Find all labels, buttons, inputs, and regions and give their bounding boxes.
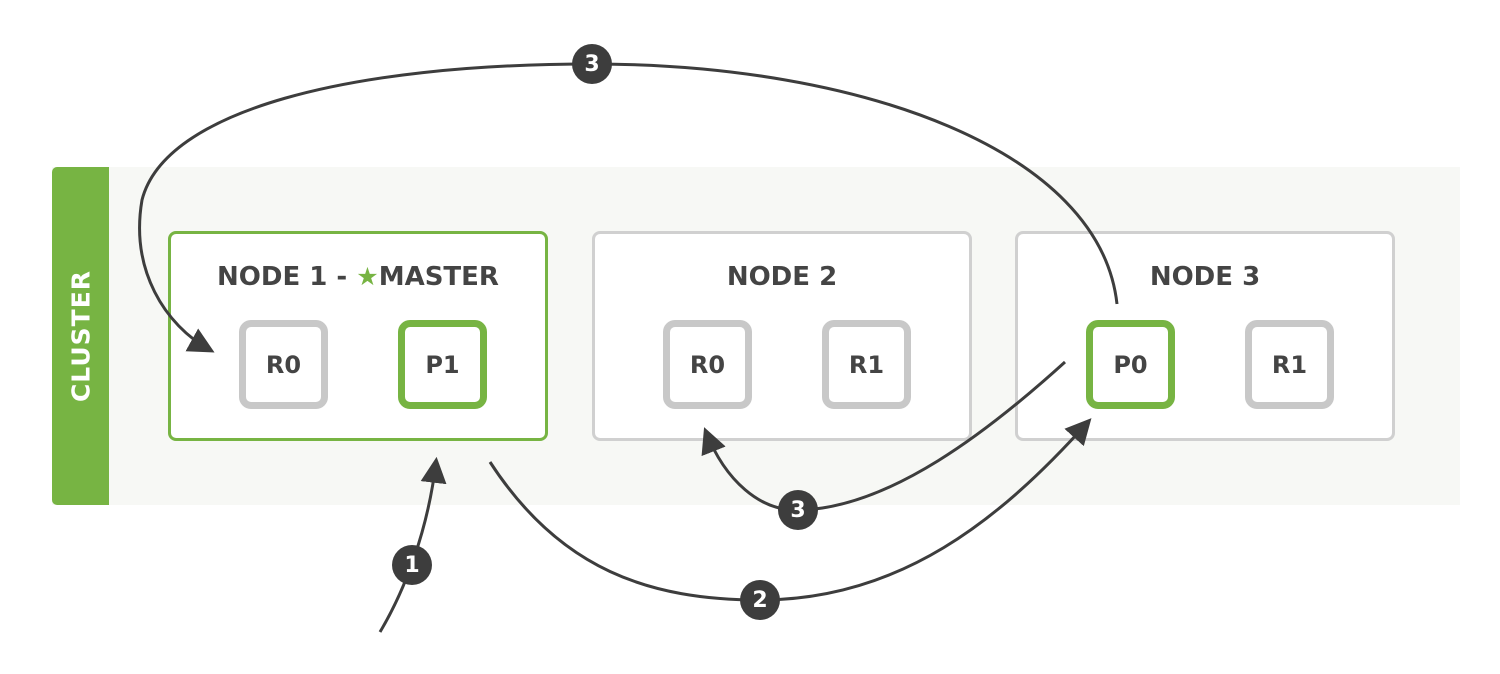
node-1-title-text: NODE 1 -	[217, 262, 357, 292]
star-icon: ★	[356, 262, 379, 291]
cluster-label-bar: CLUSTER	[52, 167, 109, 505]
node-1-box: NODE 1 - ★MASTER R0 P1	[168, 231, 548, 441]
arrow-step-3-to-node-1	[138, 62, 1119, 353]
node-2-shard-r1: R1	[822, 320, 911, 409]
node-2-box: NODE 2 R0 R1	[592, 231, 972, 441]
node-2-title: NODE 2	[726, 262, 838, 292]
step-3-badge-node-1: 3	[572, 44, 612, 84]
node-1-title: NODE 1 - ★MASTER	[171, 262, 545, 292]
node-1-shard-p1: P1	[398, 320, 487, 409]
node-3-title: NODE 3	[1149, 262, 1261, 292]
node-3-box: NODE 3 P0 R1	[1015, 231, 1395, 441]
node-1-shard-r0: R0	[239, 320, 328, 409]
step-3-badge-node-2: 3	[778, 490, 818, 530]
node-2-shard-r0: R0	[663, 320, 752, 409]
step-1-badge: 1	[392, 545, 432, 585]
node-3-shard-r1: R1	[1245, 320, 1334, 409]
step-2-badge: 2	[740, 580, 780, 620]
node-1-role: MASTER	[378, 262, 499, 292]
node-3-shard-p0: P0	[1086, 320, 1175, 409]
arrow-step-3-to-node-2	[701, 360, 1067, 512]
